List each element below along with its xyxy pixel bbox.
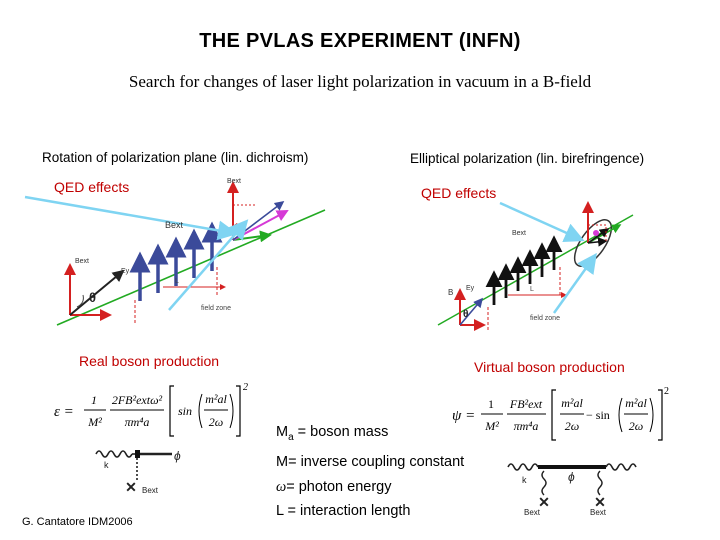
right-feynman-phi: ϕ bbox=[568, 470, 575, 484]
right-feynman-bext-right: Bext bbox=[590, 508, 607, 517]
left-theta-label: θ bbox=[89, 290, 96, 305]
right-theta-label: θ bbox=[463, 309, 468, 320]
left-feynman-phi: ϕ bbox=[174, 449, 181, 463]
left-formula: ε = 1 M² 2FB²extω² πm⁴a sin m²al 2ω 2 bbox=[54, 382, 248, 437]
page-subtitle: Search for changes of laser light polari… bbox=[128, 72, 592, 91]
left-l-label: L bbox=[175, 278, 179, 285]
right-ey-label: Ey bbox=[466, 285, 475, 292]
right-feynman-bext-left: Bext bbox=[524, 508, 541, 517]
right-qed-label: QED effects bbox=[421, 185, 497, 201]
left-bext-label: Bext bbox=[75, 258, 89, 265]
right-caption: Elliptical polarization (lin. birefringe… bbox=[410, 151, 645, 166]
right-formula-frac1-num: 1 bbox=[488, 397, 494, 411]
right-formula: ψ = 1 M² FB²ext πm⁴a m²al 2ω − sin m²al … bbox=[452, 386, 669, 441]
left-qed-label: QED effects bbox=[54, 179, 130, 195]
right-formula-frac2-den: πm⁴a bbox=[514, 419, 539, 433]
left-bext-top-label: Bext bbox=[227, 178, 241, 185]
legend-line3-symbol: ω bbox=[276, 478, 287, 495]
right-l-label: L bbox=[530, 286, 534, 293]
left-feynman-diagram: ✕ k ϕ Bext bbox=[95, 449, 181, 495]
right-formula-minus-sin: − sin bbox=[586, 408, 610, 422]
svg-text:✕: ✕ bbox=[538, 494, 550, 510]
legend-line3-rest: = photon energy bbox=[286, 478, 392, 495]
page-title: THE PVLAS EXPERIMENT (INFN) bbox=[199, 30, 521, 52]
right-formula-lhs: ψ = bbox=[452, 408, 475, 424]
right-formula-frac3-den: 2ω bbox=[565, 419, 579, 433]
left-production-label: Real boson production bbox=[79, 353, 220, 369]
left-formula-frac1-den: M² bbox=[87, 415, 102, 429]
right-b-top-label: B bbox=[448, 288, 453, 297]
left-feynman-bext: Bext bbox=[142, 486, 159, 495]
left-bext-mid-label: Bext bbox=[165, 220, 184, 230]
left-formula-frac3-den: 2ω bbox=[209, 415, 223, 429]
left-formula-lhs: ε = bbox=[54, 404, 74, 420]
left-polarization-diagram: Bext θ Bext Bext Ey field zone L bbox=[24, 178, 326, 326]
left-formula-frac2-den: πm⁴a bbox=[125, 415, 150, 429]
legend-line-energy: ω= photon energy bbox=[276, 475, 464, 500]
legend-line-mass: Ma = boson mass bbox=[276, 420, 464, 450]
right-formula-frac1-den: M² bbox=[484, 419, 499, 433]
left-feynman-k: k bbox=[104, 460, 109, 470]
right-feynman-k: k bbox=[522, 475, 527, 485]
left-caption: Rotation of polarization plane (lin. dic… bbox=[42, 150, 309, 165]
legend-line-coupling: M= inverse coupling constant bbox=[276, 454, 465, 471]
left-formula-frac2-num: 2FB²extω² bbox=[112, 393, 163, 407]
right-polarization-diagram: Ey B θ Bext field zone L bbox=[437, 201, 634, 331]
symbol-legend: Ma = boson mass M= inverse coupling cons… bbox=[276, 420, 464, 524]
right-formula-frac2-num: FB²ext bbox=[509, 397, 543, 411]
left-formula-sin: sin bbox=[178, 404, 192, 418]
left-ey-label: Ey bbox=[121, 268, 130, 275]
left-field-zone-label: field zone bbox=[201, 305, 231, 312]
footer-credit: G. Cantatore IDM2006 bbox=[22, 516, 133, 528]
left-formula-frac3-num: m²al bbox=[205, 392, 227, 406]
right-formula-exp: 2 bbox=[664, 386, 669, 397]
right-formula-frac4-den: 2ω bbox=[629, 419, 643, 433]
left-formula-exp: 2 bbox=[243, 382, 248, 393]
right-formula-frac4-num: m²al bbox=[625, 396, 647, 410]
legend-line1-prefix: M bbox=[276, 424, 289, 440]
left-formula-frac1-num: 1 bbox=[91, 393, 97, 407]
right-formula-frac3-num: m²al bbox=[561, 396, 583, 410]
right-bext-label: Bext bbox=[512, 230, 526, 237]
svg-text:✕: ✕ bbox=[125, 479, 137, 495]
right-field-zone-label: field zone bbox=[530, 315, 560, 322]
svg-text:✕: ✕ bbox=[594, 494, 606, 510]
right-production-label: Virtual boson production bbox=[474, 359, 625, 375]
legend-line1-rest: = boson mass bbox=[293, 424, 389, 440]
legend-line-length: L = interaction length bbox=[276, 503, 411, 520]
right-feynman-diagram: ✕ ✕ k ϕ Bext Bext bbox=[507, 463, 637, 517]
legend-line1-sub: a bbox=[288, 431, 294, 443]
